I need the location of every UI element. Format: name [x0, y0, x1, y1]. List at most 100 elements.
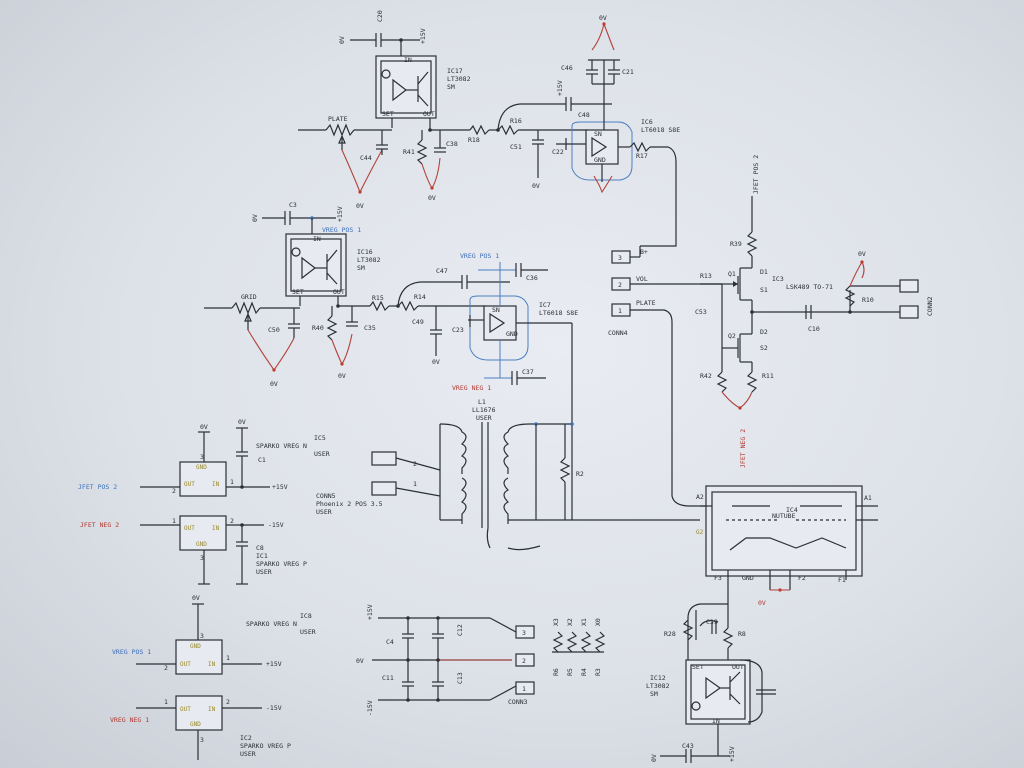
- ic2-regulator: [136, 695, 262, 760]
- conn4-pin2: 2: [618, 281, 622, 289]
- ic6-supply-label: +15V: [556, 80, 564, 96]
- r17-label: R17: [636, 152, 648, 160]
- c35-label: C35: [364, 324, 376, 332]
- ic12-supply-label: +15V: [728, 746, 736, 762]
- ic8-regulator: [136, 603, 262, 675]
- r18-label: R18: [468, 136, 480, 144]
- grid-pot-label: GRID: [241, 293, 257, 301]
- r28-label: R28: [664, 630, 676, 638]
- ic1-user: USER: [256, 568, 272, 576]
- q2-label: Q2: [728, 332, 736, 340]
- ic8-pin-out: OUT: [180, 661, 191, 668]
- ic2-pin-in: IN: [208, 706, 216, 713]
- nutube-gnd-net: 0V: [758, 599, 766, 607]
- ic16-gnd-label: 0V: [251, 214, 259, 222]
- ic1-regulator: [140, 515, 264, 585]
- conn3-pin1: 1: [522, 685, 526, 693]
- ic7-pin-sn: SN: [492, 306, 500, 314]
- ic1-part: SPARKO VREG P: [256, 560, 307, 568]
- conn3-ref: CONN3: [508, 698, 528, 706]
- r14-label: R14: [414, 293, 426, 301]
- ic2-pin1: 1: [164, 698, 168, 706]
- ic16-pin-out: OUT: [333, 288, 345, 296]
- c1-gnd-net: 0V: [238, 418, 246, 426]
- plate-pot-label: PLATE: [328, 115, 348, 123]
- ic16-pkg: SM: [357, 264, 365, 272]
- grid-input-network: [204, 275, 510, 372]
- ic1-out-net: JFET NEG 2: [80, 521, 119, 529]
- ic5-ref: IC5: [314, 434, 326, 442]
- ic2-pin-gnd: GND: [190, 721, 201, 728]
- ic8-pin-gnd: GND: [190, 643, 201, 650]
- ic2-pin2: 2: [226, 698, 230, 706]
- conn4-pin3: 3: [618, 254, 622, 262]
- c51-gnd-label: 0V: [532, 182, 540, 190]
- ic5-pin3: 3: [200, 453, 204, 461]
- r10-label: R10: [862, 296, 874, 304]
- r15-label: R15: [372, 294, 384, 302]
- c10-label: C10: [808, 325, 820, 333]
- r11-label: R11: [762, 372, 774, 380]
- ic3-jfet-neg2-net: JFET NEG 2: [739, 429, 747, 468]
- conn5-pin2: 2: [413, 460, 417, 468]
- ic17-chip: [375, 55, 437, 119]
- rail-plus15: +15V: [366, 604, 374, 620]
- ic2-user: USER: [240, 750, 256, 758]
- ic6-ref: IC6: [641, 118, 653, 126]
- ic16-part: LT3082: [357, 256, 381, 264]
- nutube-f3: F3: [714, 574, 722, 582]
- c53-label: C53: [695, 308, 707, 316]
- ic6-pin-gnd: GND: [594, 156, 606, 164]
- ic5-in-net: +15V: [272, 483, 288, 491]
- c36-label: C36: [526, 274, 538, 282]
- ic5-pin-out: OUT: [184, 481, 195, 488]
- c1-label: C1: [258, 456, 266, 464]
- ic1-ref: IC1: [256, 552, 268, 560]
- c3-label: C3: [289, 201, 297, 209]
- d1-label: D1: [760, 268, 768, 276]
- ic7-vreg-neg-net: VREG NEG 1: [452, 384, 491, 392]
- ic12-part: LT3082: [646, 682, 670, 690]
- conn5-part: Phoenix 2 POS 3.5: [316, 500, 383, 508]
- ic16-supply-label: +15V: [336, 206, 344, 222]
- ic16-ref: IC16: [357, 248, 373, 256]
- ic5-user: USER: [314, 450, 330, 458]
- ic2-part: SPARKO VREG P: [240, 742, 291, 750]
- rail-minus15: -15V: [366, 700, 374, 716]
- ic17-pin-in: IN: [404, 56, 412, 64]
- ic5-regulator: [140, 427, 270, 497]
- ic3-jfet-buffer: [700, 196, 919, 410]
- c11-label: C11: [382, 674, 394, 682]
- c49-gnd-label: 0V: [432, 358, 440, 366]
- ic5-pin2: 2: [172, 487, 176, 495]
- r39-label: R39: [730, 240, 742, 248]
- ic2-out-net: VREG NEG 1: [110, 716, 149, 724]
- ic12-chip: [685, 659, 751, 725]
- r3-label: R3: [594, 668, 602, 676]
- c8-label: C8: [256, 544, 264, 552]
- ic5-gnd-net: 0V: [200, 423, 208, 431]
- ic8-ref: IC8: [300, 612, 312, 620]
- ic5-part: SPARKO VREG N: [256, 442, 307, 450]
- r42-label: R42: [700, 372, 712, 380]
- conn4-ref: CONN4: [608, 329, 628, 337]
- ic1-pin3: 3: [200, 554, 204, 562]
- r5-label: R5: [566, 668, 574, 676]
- c50-label: C50: [268, 326, 280, 334]
- conn3-pin2: 2: [522, 657, 526, 665]
- ic6-block: [556, 22, 677, 247]
- ic17-supply-label: +15V: [419, 28, 427, 44]
- nutube-gnd: GND: [742, 574, 754, 582]
- ic2-in-net: -15V: [266, 704, 282, 712]
- conn5-ref: CONN5: [316, 492, 336, 500]
- ic5-pin-gnd: GND: [196, 464, 207, 471]
- nutube-ref: IC4: [786, 506, 798, 514]
- c39-label: C39: [706, 618, 718, 626]
- ic1-pin-gnd: GND: [196, 541, 207, 548]
- ic7-ref: IC7: [539, 301, 551, 309]
- ic8-gnd-net: 0V: [192, 594, 200, 602]
- l1-user: USER: [476, 414, 492, 422]
- c47-label: C47: [436, 267, 448, 275]
- conn4-vol: VOL: [636, 275, 648, 283]
